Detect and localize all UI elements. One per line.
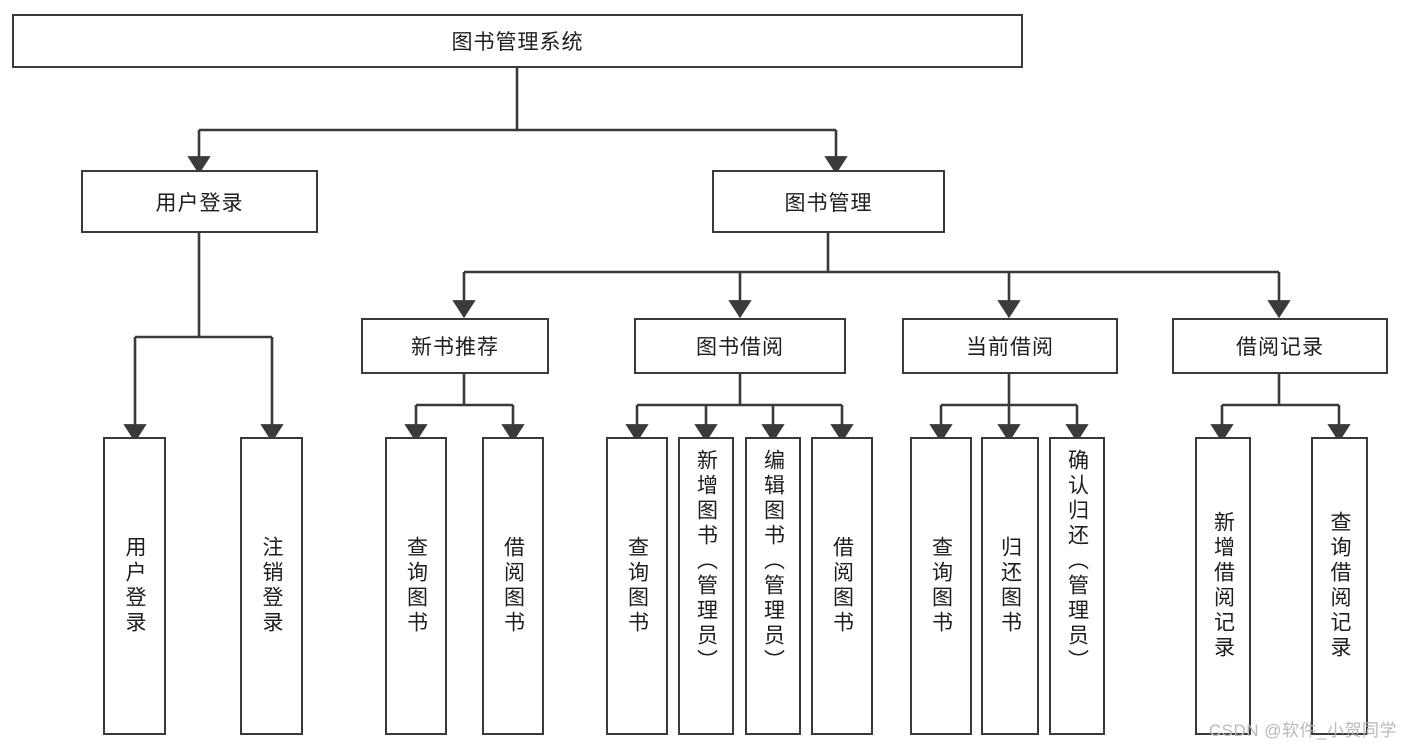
leaf-label: 借阅图书	[830, 536, 854, 636]
leaf-current-borrow-confirm[interactable]: 确认归还（管理员）	[1049, 437, 1105, 735]
node-current-borrow[interactable]: 当前借阅	[902, 318, 1118, 374]
leaf-label: 注销登录	[260, 536, 283, 636]
node-book-borrow[interactable]: 图书借阅	[634, 318, 846, 374]
node-book-borrow-label: 图书借阅	[696, 336, 784, 359]
leaf-label: 借阅图书	[501, 536, 525, 636]
leaf-label: 新增借阅记录	[1211, 511, 1235, 661]
leaf-label: 确认归还（管理员）	[1065, 449, 1089, 674]
node-root[interactable]: 图书管理系统	[12, 14, 1023, 68]
leaf-current-borrow-return[interactable]: 归还图书	[981, 437, 1039, 735]
leaf-label: 查询图书	[929, 536, 953, 636]
leaf-new-book-borrow[interactable]: 借阅图书	[482, 437, 544, 735]
node-borrow-record[interactable]: 借阅记录	[1172, 318, 1388, 374]
leaf-new-book-query[interactable]: 查询图书	[385, 437, 447, 735]
node-book-management[interactable]: 图书管理	[712, 170, 945, 233]
node-user-login-label: 用户登录	[155, 191, 244, 215]
leaf-book-borrow-lend[interactable]: 借阅图书	[811, 437, 873, 735]
leaf-label: 查询图书	[404, 536, 428, 636]
node-new-book-recommend-label: 新书推荐	[411, 336, 499, 359]
leaf-book-borrow-query[interactable]: 查询图书	[606, 437, 668, 735]
leaf-current-borrow-query[interactable]: 查询图书	[910, 437, 972, 735]
leaf-label: 查询借阅记录	[1328, 511, 1351, 661]
node-current-borrow-label: 当前借阅	[966, 336, 1054, 359]
leaf-borrow-record-query[interactable]: 查询借阅记录	[1311, 437, 1368, 735]
leaf-borrow-record-add[interactable]: 新增借阅记录	[1195, 437, 1251, 735]
leaf-label: 新增图书（管理员）	[694, 449, 718, 674]
node-root-label: 图书管理系统	[451, 31, 584, 54]
leaf-label: 归还图书	[998, 536, 1022, 636]
leaf-label: 用户登录	[123, 536, 146, 636]
node-user-login[interactable]: 用户登录	[81, 170, 318, 233]
leaf-label: 编辑图书（管理员）	[761, 449, 785, 674]
node-new-book-recommend[interactable]: 新书推荐	[361, 318, 549, 374]
leaf-book-borrow-edit[interactable]: 编辑图书（管理员）	[745, 437, 801, 735]
node-book-management-label: 图书管理	[784, 191, 873, 215]
leaf-user-login-signout[interactable]: 注销登录	[240, 437, 303, 735]
leaf-user-login-signin[interactable]: 用户登录	[103, 437, 166, 735]
leaf-book-borrow-add[interactable]: 新增图书（管理员）	[678, 437, 734, 735]
node-borrow-record-label: 借阅记录	[1236, 336, 1324, 359]
leaf-label: 查询图书	[625, 536, 649, 636]
